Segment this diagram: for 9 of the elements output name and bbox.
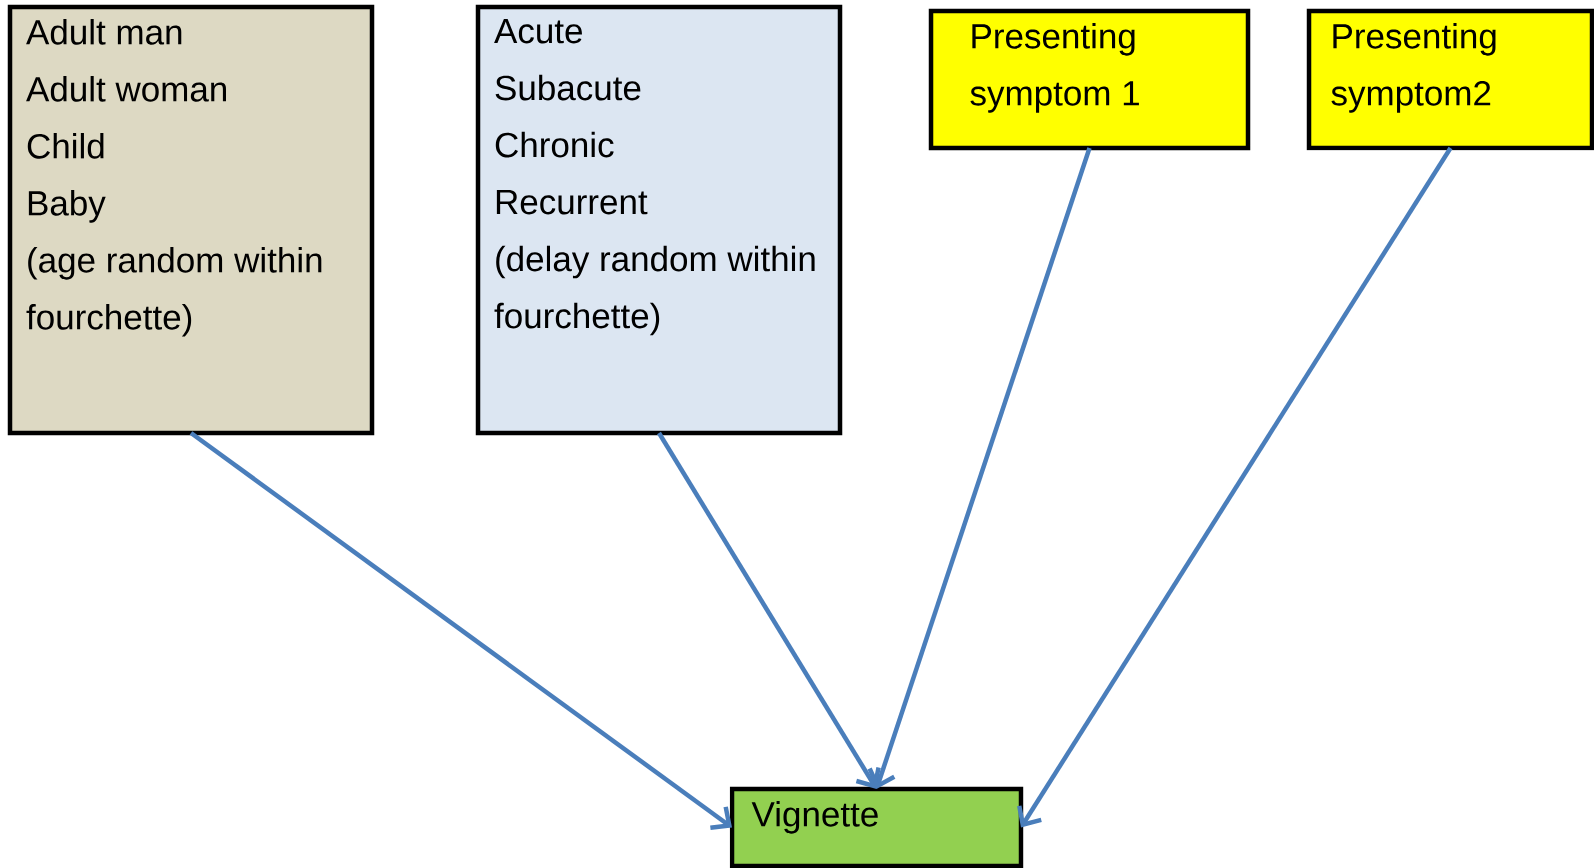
arrow [867, 147, 1092, 789]
arrow [657, 431, 881, 789]
arrow [189, 431, 732, 831]
symptom-box: Presenting symptom2 [1306, 8, 1594, 151]
vignette-box: Vignette [729, 786, 1024, 868]
option-box: Adult man Adult woman Child Baby (age random within fourchette) [7, 4, 375, 436]
symptom-box: Presenting symptom 1 [928, 8, 1251, 151]
option-box: Acute Subacute Chronic Recurrent (delay random within fourchette) [475, 4, 843, 436]
arrow [1017, 146, 1453, 828]
